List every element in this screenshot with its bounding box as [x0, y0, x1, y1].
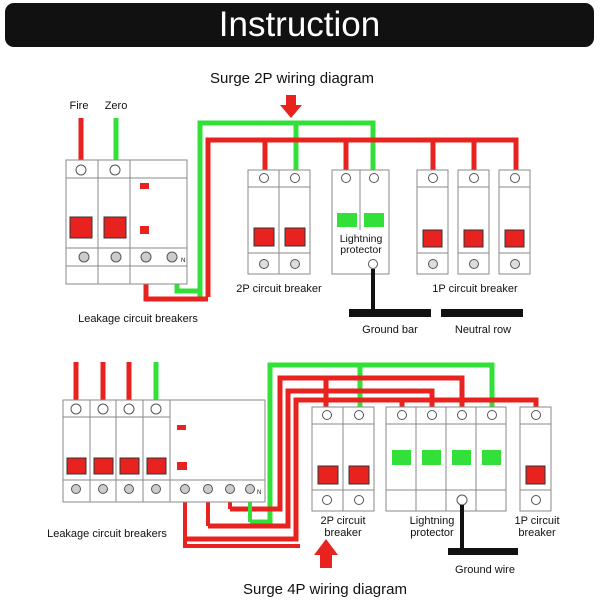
breaker-2p-top	[247, 169, 311, 275]
breaker-2p-bottom	[311, 406, 375, 512]
neutral-row-label: Neutral row	[455, 324, 511, 336]
protector-label-bottom-1: Lightning	[410, 515, 455, 527]
breaker-1p-label-bottom-1: 1P circuit	[514, 515, 559, 527]
leakage-breaker-2p: N	[65, 159, 188, 285]
surge-2p-diagram: Surge 2P wiring diagram Fire Zero	[65, 70, 531, 336]
protector-label-bottom-2: protector	[410, 527, 454, 539]
input-arrow-icon-bottom	[314, 539, 338, 568]
ground-wire-label: Ground wire	[455, 564, 515, 576]
title-banner: Instruction	[5, 3, 594, 47]
breaker-2p-label-bottom-2: breaker	[324, 527, 362, 539]
surge-4p-title: Surge 4P wiring diagram	[243, 581, 407, 598]
surge-4p-diagram: N Leakage circuit breakers 2P circuit br…	[47, 362, 560, 598]
protector-label-top-1: Lightning	[340, 233, 383, 245]
leakage-breaker-4p: N	[62, 399, 266, 503]
lightning-protector-bottom	[385, 406, 507, 512]
surge-2p-title: Surge 2P wiring diagram	[210, 70, 374, 87]
breaker-2p-label-top: 2P circuit breaker	[236, 283, 322, 295]
protector-label-top-2: protector	[340, 244, 382, 256]
breaker-1p-label-bottom-2: breaker	[518, 527, 556, 539]
leakage-label-top: Leakage circuit breakers	[78, 313, 198, 325]
terminal-n-label-4p: N	[257, 490, 261, 496]
ground-bar-label: Ground bar	[362, 324, 418, 336]
input-arrow-icon	[280, 95, 302, 118]
zero-label: Zero	[105, 100, 128, 112]
neutral-row	[441, 309, 523, 317]
fire-label: Fire	[70, 100, 89, 112]
ground-bar	[349, 309, 431, 317]
breakers-1p-top	[416, 169, 531, 275]
breaker-1p-bottom	[519, 406, 552, 512]
breaker-2p-label-bottom-1: 2P circuit	[320, 515, 365, 527]
leakage-label-bottom: Leakage circuit breakers	[47, 528, 167, 540]
terminal-n-label: N	[181, 258, 185, 264]
page-title: Instruction	[218, 5, 381, 44]
ground-wire-bar	[448, 548, 518, 555]
lightning-protector-top: Lightning protector	[331, 169, 390, 275]
breaker-1p-label-top: 1P circuit breaker	[432, 283, 518, 295]
